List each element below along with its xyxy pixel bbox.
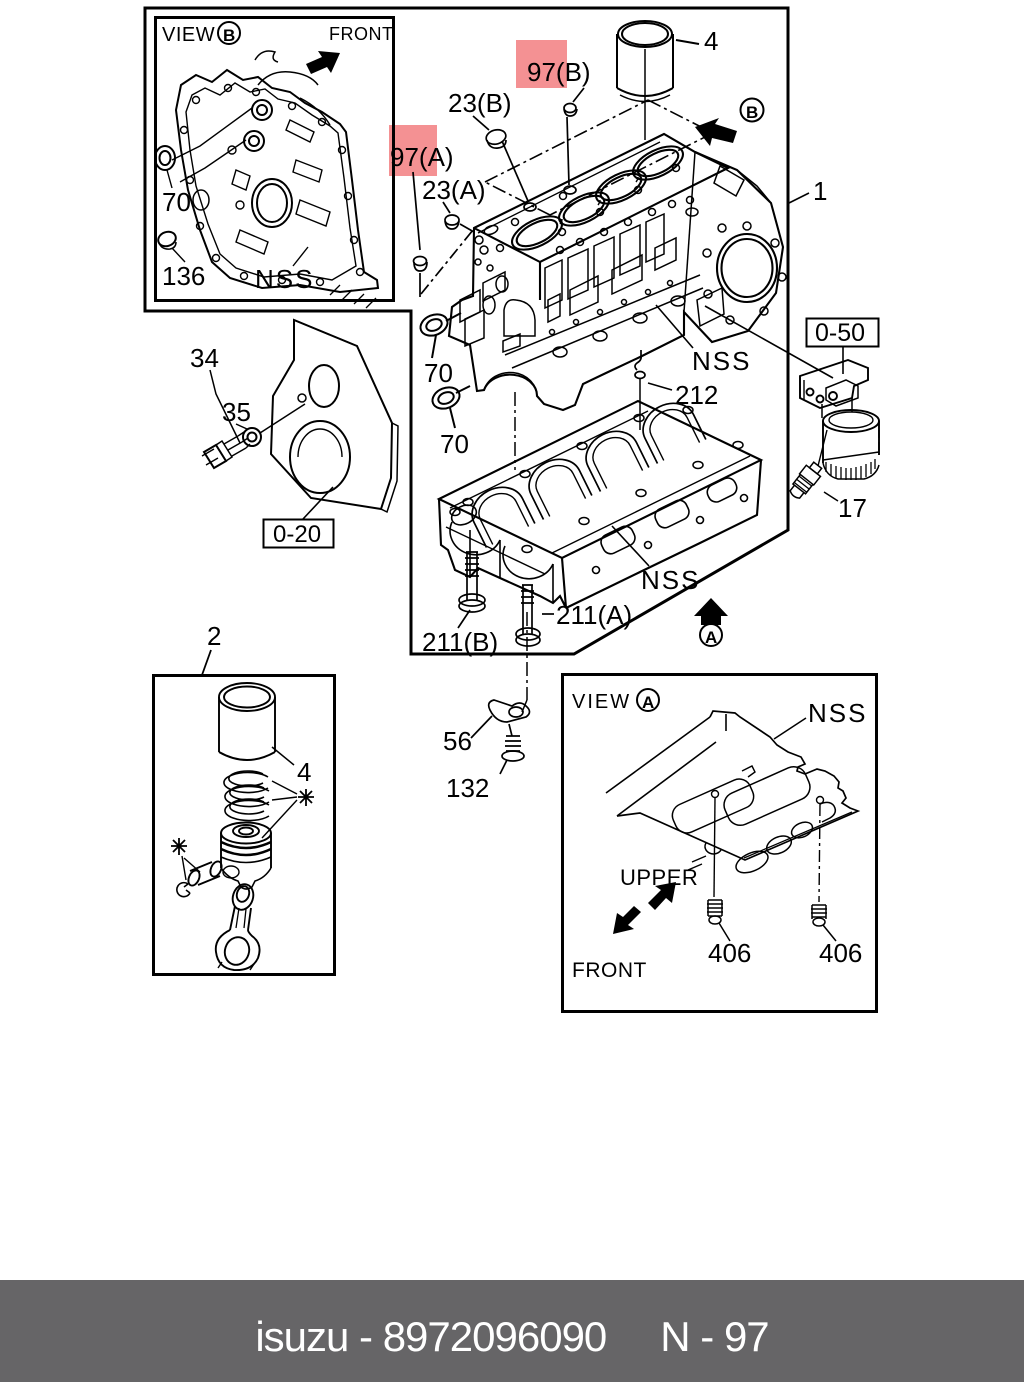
svg-text:132: 132 xyxy=(446,773,489,803)
svg-text:17: 17 xyxy=(838,493,867,523)
svg-text:23(B): 23(B) xyxy=(448,88,512,118)
svg-text:A: A xyxy=(642,693,654,712)
svg-text:97(A): 97(A) xyxy=(390,142,454,172)
svg-text:211(A): 211(A) xyxy=(556,600,632,630)
svg-text:1: 1 xyxy=(813,176,827,206)
svg-text:406: 406 xyxy=(819,938,862,968)
svg-text:212: 212 xyxy=(675,380,718,410)
svg-text:4: 4 xyxy=(297,757,311,787)
svg-text:211(B): 211(B) xyxy=(422,627,498,657)
svg-text:NSS: NSS xyxy=(641,565,700,595)
svg-text:0-50: 0-50 xyxy=(815,319,865,347)
svg-text:406: 406 xyxy=(708,938,751,968)
svg-text:23(A): 23(A) xyxy=(422,175,486,205)
svg-text:B: B xyxy=(746,103,758,122)
svg-text:NSS: NSS xyxy=(692,346,751,376)
svg-text:70: 70 xyxy=(424,358,453,388)
svg-text:136: 136 xyxy=(162,261,205,291)
svg-text:NSS: NSS xyxy=(255,264,314,294)
svg-text:4: 4 xyxy=(704,26,718,56)
svg-text:NSS: NSS xyxy=(808,698,867,728)
svg-text:FRONT: FRONT xyxy=(572,959,647,982)
svg-text:35: 35 xyxy=(222,397,251,427)
svg-text:56: 56 xyxy=(443,726,472,756)
svg-text:34: 34 xyxy=(190,343,219,373)
svg-text:70: 70 xyxy=(162,187,191,217)
svg-text:A: A xyxy=(705,628,717,647)
svg-text:VIEW: VIEW xyxy=(572,691,631,713)
svg-text:FRONT: FRONT xyxy=(329,24,394,44)
svg-text:70: 70 xyxy=(440,429,469,459)
svg-text:0-20: 0-20 xyxy=(273,521,321,548)
svg-text:B: B xyxy=(223,26,235,45)
svg-text:VIEW: VIEW xyxy=(162,24,215,46)
svg-text:2: 2 xyxy=(207,621,221,651)
svg-text:97(B): 97(B) xyxy=(527,57,591,87)
